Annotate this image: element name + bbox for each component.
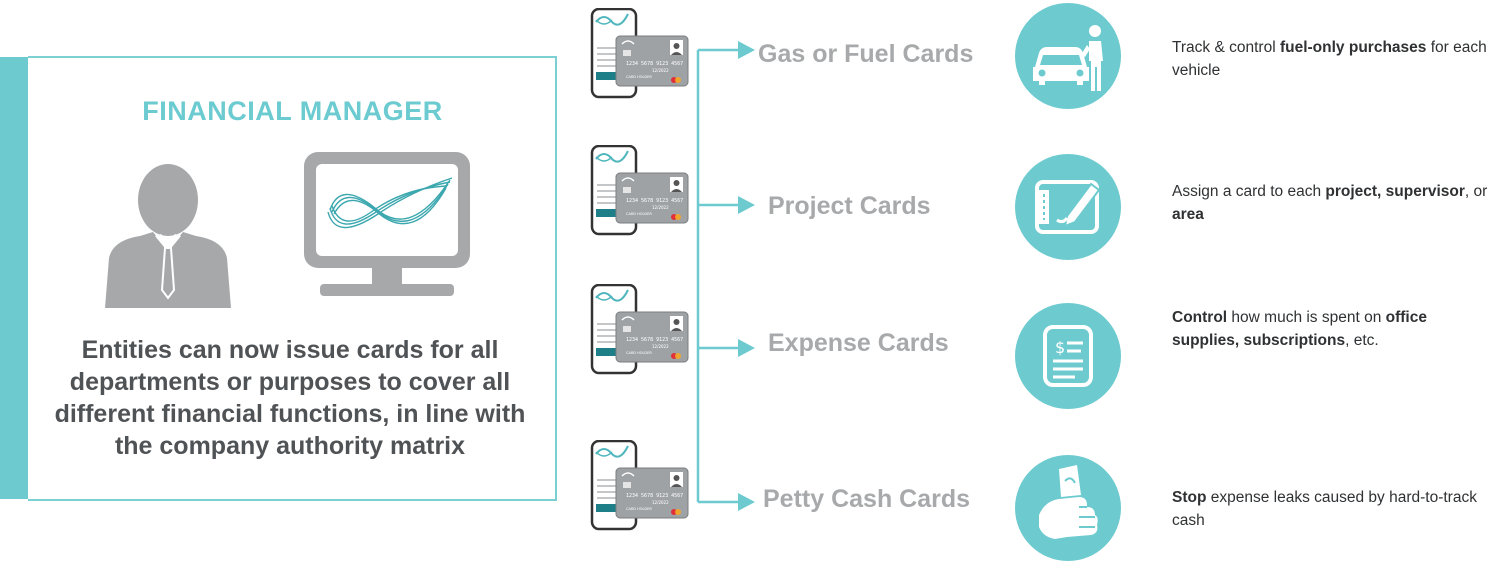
card-holder-name: CARD HOLDER bbox=[626, 507, 652, 511]
card-type-label: Project Cards bbox=[768, 192, 931, 220]
card-type-description: Track & control fuel-only purchases for … bbox=[1172, 39, 1487, 79]
card-holder-name: CARD HOLDER bbox=[626, 212, 652, 216]
card-date: 12/2022 bbox=[652, 344, 669, 349]
svg-text:$: $ bbox=[1055, 338, 1065, 357]
car-fuel-attendant-icon bbox=[1015, 3, 1121, 109]
panel-description: Entities can now issue cards for all dep… bbox=[54, 336, 526, 460]
phone-card-icon bbox=[590, 7, 690, 100]
card-number: 1234 5678 9123 4567 bbox=[626, 198, 684, 204]
card-date: 12/2022 bbox=[652, 68, 669, 73]
card-type-label: Petty Cash Cards bbox=[763, 485, 971, 513]
card-number: 1234 5678 9123 4567 bbox=[626, 61, 684, 67]
card-number: 1234 5678 9123 4567 bbox=[626, 337, 684, 343]
left-accent-bar bbox=[0, 57, 28, 499]
manager-person-icon bbox=[105, 164, 231, 308]
card-holder-name: CARD HOLDER bbox=[626, 351, 652, 355]
phone-card-icon bbox=[590, 144, 690, 237]
monitor-logo-icon bbox=[304, 152, 470, 296]
card-type-label: Gas or Fuel Cards bbox=[758, 40, 974, 68]
card-type-description: Stop expense leaks caused by hard-to-tra… bbox=[1172, 489, 1477, 529]
panel-title: FINANCIAL MANAGER bbox=[142, 96, 443, 126]
card-holder-name: CARD HOLDER bbox=[626, 75, 652, 79]
card-type-description: Control how much is spent on office supp… bbox=[1172, 309, 1427, 349]
card-date: 12/2022 bbox=[652, 205, 669, 210]
card-type-description: Assign a card to each project, superviso… bbox=[1172, 183, 1488, 223]
invoice-dollar-icon: $ bbox=[1015, 303, 1121, 409]
phone-card-icon bbox=[590, 439, 690, 532]
card-date: 12/2022 bbox=[652, 500, 669, 505]
card-type-label: Expense Cards bbox=[768, 329, 949, 357]
phone-card-icon bbox=[590, 283, 690, 376]
card-number: 1234 5678 9123 4567 bbox=[626, 493, 684, 499]
hand-cash-icon bbox=[1015, 455, 1121, 561]
tablet-pen-icon bbox=[1015, 154, 1121, 260]
